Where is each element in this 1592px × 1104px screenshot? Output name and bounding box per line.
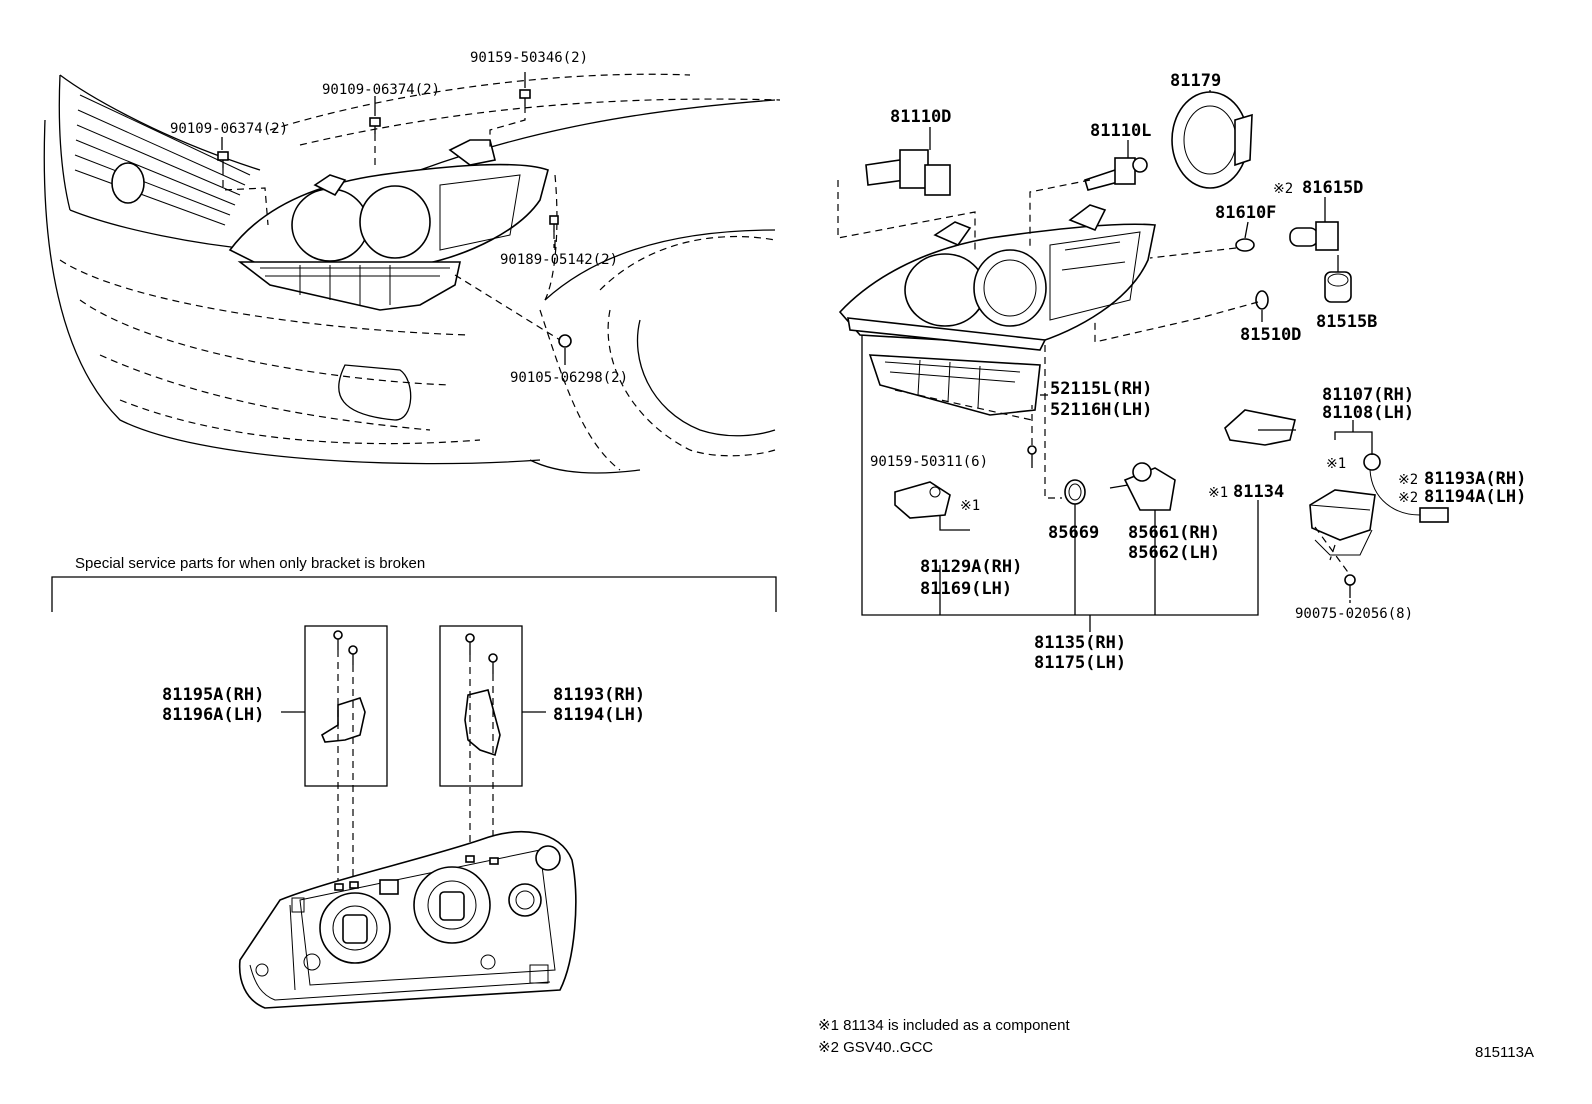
label-81193: 81193(RH) [553,685,645,705]
label-90105-06298: 90105-06298(2) [510,370,628,386]
footnote-2: ※2 GSV40..GCC [818,1039,933,1056]
footnote-1: ※1 81134 is included as a component [818,1017,1070,1034]
label-85669: 85669 [1048,523,1099,543]
label-52116H: 52116H(LH) [1050,400,1152,420]
bolt-90075-02056-icon [1344,574,1356,598]
label-90159-50346: 90159-50346(2) [470,50,588,66]
vehicle-front-illustration [43,72,781,474]
bulb-81610F-icon [1235,238,1255,252]
label-90159-50311: 90159-50311(6) [870,454,988,470]
label-81110L: 81110L [1090,121,1151,141]
label-81179: 81179 [1170,71,1221,91]
ballast-81107-icon [1309,489,1376,556]
leveling-motor-85661-icon [1109,462,1176,511]
label-81129A: 81129A(RH) [920,557,1022,577]
label-90189-05142: 90189-05142(2) [500,252,618,268]
bulb-81510D-icon [1255,290,1269,310]
special-service-bracket [51,576,777,612]
bolt-icon [217,151,229,168]
mark-81134: ※1 [1208,485,1228,501]
label-90109-06374-b: 90109-06374(2) [170,121,288,137]
label-90109-06374-a: 90109-06374(2) [322,82,440,98]
label-81196A: 81196A(LH) [162,705,264,725]
label-81194: 81194(LH) [553,705,645,725]
label-90075-02056: 90075-02056(8) [1295,606,1413,622]
actuator-81129A-icon [894,481,951,519]
label-81110D: 81110D [890,107,951,127]
label-81515B: 81515B [1316,312,1377,332]
mark-81129A: ※1 [960,498,980,514]
figure-id: 815113A [1475,1044,1534,1061]
label-81194A: 81194A(LH) [1424,487,1526,507]
mark-81615D: ※2 [1273,181,1293,197]
bulb-81615D-icon [1289,221,1339,251]
label-81107: 81107(RH) [1322,385,1414,405]
bolt-icon [369,117,381,134]
screw-90159-50311-icon [1027,445,1037,468]
mark-81194A: ※2 [1398,490,1418,506]
screw-icon [465,633,475,655]
label-81193A: 81193A(RH) [1424,469,1526,489]
bolt-icon [558,334,572,348]
mark-81193A: ※2 [1398,472,1418,488]
gasket-81134-icon [1224,409,1296,446]
label-52115L: 52115L(RH) [1050,379,1152,399]
label-85661: 85661(RH) [1128,523,1220,543]
screw-icon [488,653,498,674]
label-81175: 81175(LH) [1034,653,1126,673]
bulb-81110L-icon [1084,157,1148,191]
label-81135: 81135(RH) [1034,633,1126,653]
igniter-81193A-icon [1363,453,1449,523]
bulb-81110D-icon [865,149,951,196]
label-81169: 81169(LH) [920,579,1012,599]
headlamp-exploded-illustration [837,90,1449,632]
screw-icon [333,630,343,650]
mark-81107: ※1 [1326,456,1346,472]
bolt-icon [519,89,531,106]
headlamp-rear-illustration [238,831,577,1009]
screw-icon [348,645,358,665]
socket-81515B-icon [1324,271,1352,303]
label-81134: 81134 [1233,482,1284,502]
label-81615D: 81615D [1302,178,1363,198]
label-81108: 81108(LH) [1322,403,1414,423]
special-service-caption: Special service parts for when only brac… [75,555,425,572]
label-85662: 85662(LH) [1128,543,1220,563]
bracket-kit-illustration [281,625,546,885]
clip-icon [549,215,559,232]
label-81610F: 81610F [1215,203,1276,223]
label-81510D: 81510D [1240,325,1301,345]
socket-cap-81179-icon [1171,91,1253,189]
label-81195A: 81195A(RH) [162,685,264,705]
